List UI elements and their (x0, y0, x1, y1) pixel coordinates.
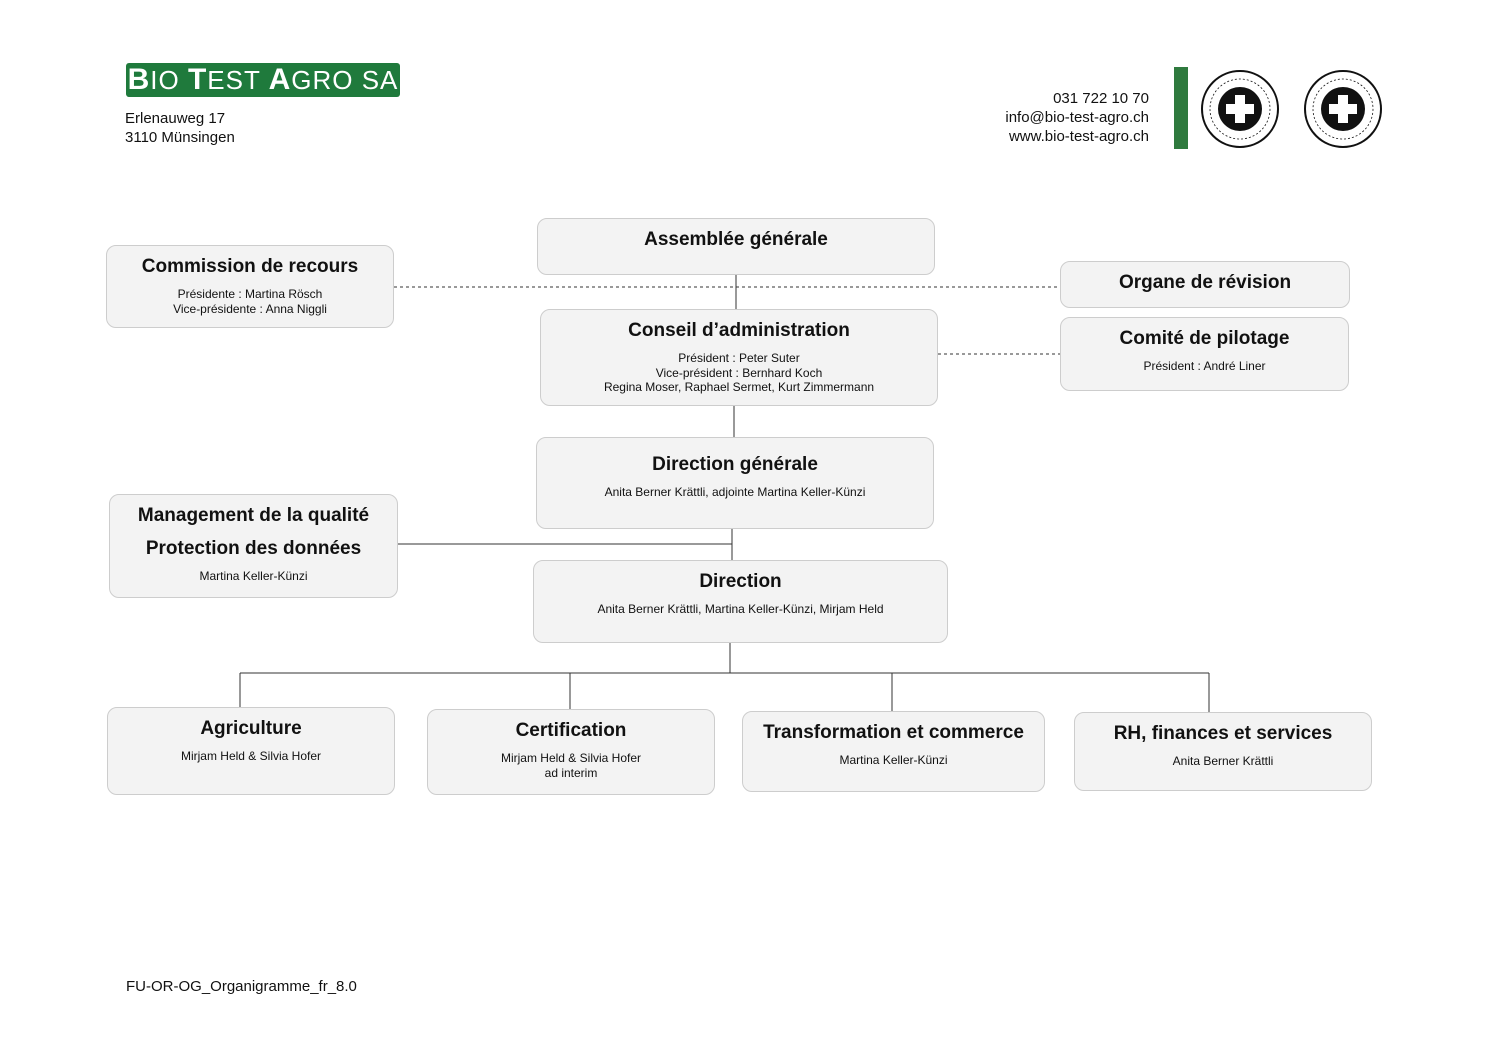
node-title: Direction générale (652, 454, 818, 475)
node-direction: Direction Anita Berner Krättli, Martina … (533, 560, 948, 643)
document-id: FU-OR-OG_Organigramme_fr_8.0 (126, 978, 357, 995)
node-title-secondary: Protection des données (145, 538, 362, 559)
node-line: Martina Keller-Künzi (199, 569, 308, 583)
node-title: RH, finances et services (1113, 723, 1333, 744)
node-line: Mirjam Held & Silvia Hofer (180, 749, 322, 763)
company-address: Erlenauweg 17 3110 Münsingen (125, 109, 235, 147)
node-title: Management de la qualité (137, 505, 370, 526)
node-commission-de-recours: Commission de recours Présidente : Marti… (106, 245, 394, 328)
node-title: Comité de pilotage (1119, 328, 1290, 349)
accreditation-seal-icon (1201, 70, 1279, 148)
node-line: Président : Peter Suter (678, 351, 800, 365)
company-contact: 031 722 10 70 info@bio-test-agro.ch www.… (1005, 89, 1149, 146)
accreditation-seal-icon (1304, 70, 1382, 148)
node-line: Président : André Liner (1143, 359, 1266, 373)
node-certification: Certification Mirjam Held & Silvia Hofer… (427, 709, 715, 795)
node-direction-generale: Direction générale Anita Berner Krättli,… (536, 437, 934, 529)
address-city: 3110 Münsingen (125, 129, 235, 146)
address-street: Erlenauweg 17 (125, 110, 226, 127)
node-rh-finances-services: RH, finances et services Anita Berner Kr… (1074, 712, 1372, 791)
node-line: Anita Berner Krättli, adjointe Martina K… (604, 485, 866, 499)
node-title: Conseil d’administration (628, 320, 850, 341)
node-line: Vice-président : Bernhard Koch (655, 365, 823, 380)
node-title: Transformation et commerce (763, 722, 1024, 743)
accent-bar (1174, 67, 1188, 149)
node-conseil-administration: Conseil d’administration Président : Pet… (540, 309, 938, 406)
node-title: Commission de recours (141, 256, 359, 277)
contact-phone: 031 722 10 70 (1053, 90, 1149, 107)
node-transformation-commerce: Transformation et commerce Martina Kelle… (742, 711, 1045, 792)
node-line: Anita Berner Krättli, Martina Keller-Kün… (597, 602, 884, 616)
node-line: Mirjam Held & Silvia Hofer (500, 751, 642, 765)
node-management-qualite: Management de la qualité Protection des … (109, 494, 398, 598)
node-line: Présidente : Martina Rösch (177, 287, 323, 301)
node-title: Organe de révision (1118, 272, 1292, 293)
node-line: ad interim (544, 765, 598, 780)
node-title: Certification (515, 720, 627, 741)
node-title: Assemblée générale (644, 229, 828, 250)
node-organe-de-revision: Organe de révision (1060, 261, 1350, 308)
node-title: Agriculture (200, 718, 302, 739)
node-line: Anita Berner Krättli (1172, 754, 1274, 768)
contact-email[interactable]: info@bio-test-agro.ch (1005, 109, 1149, 126)
node-comite-de-pilotage: Comité de pilotage Président : André Lin… (1060, 317, 1349, 391)
node-line: Regina Moser, Raphael Sermet, Kurt Zimme… (603, 380, 875, 394)
node-title: Direction (699, 571, 782, 592)
node-assemblee-generale: Assemblée générale (537, 218, 935, 275)
node-agriculture: Agriculture Mirjam Held & Silvia Hofer (107, 707, 395, 795)
node-line: Martina Keller-Künzi (839, 753, 948, 767)
contact-website[interactable]: www.bio-test-agro.ch (1008, 128, 1149, 145)
node-line: Vice-présidente : Anna Niggli (173, 301, 327, 316)
